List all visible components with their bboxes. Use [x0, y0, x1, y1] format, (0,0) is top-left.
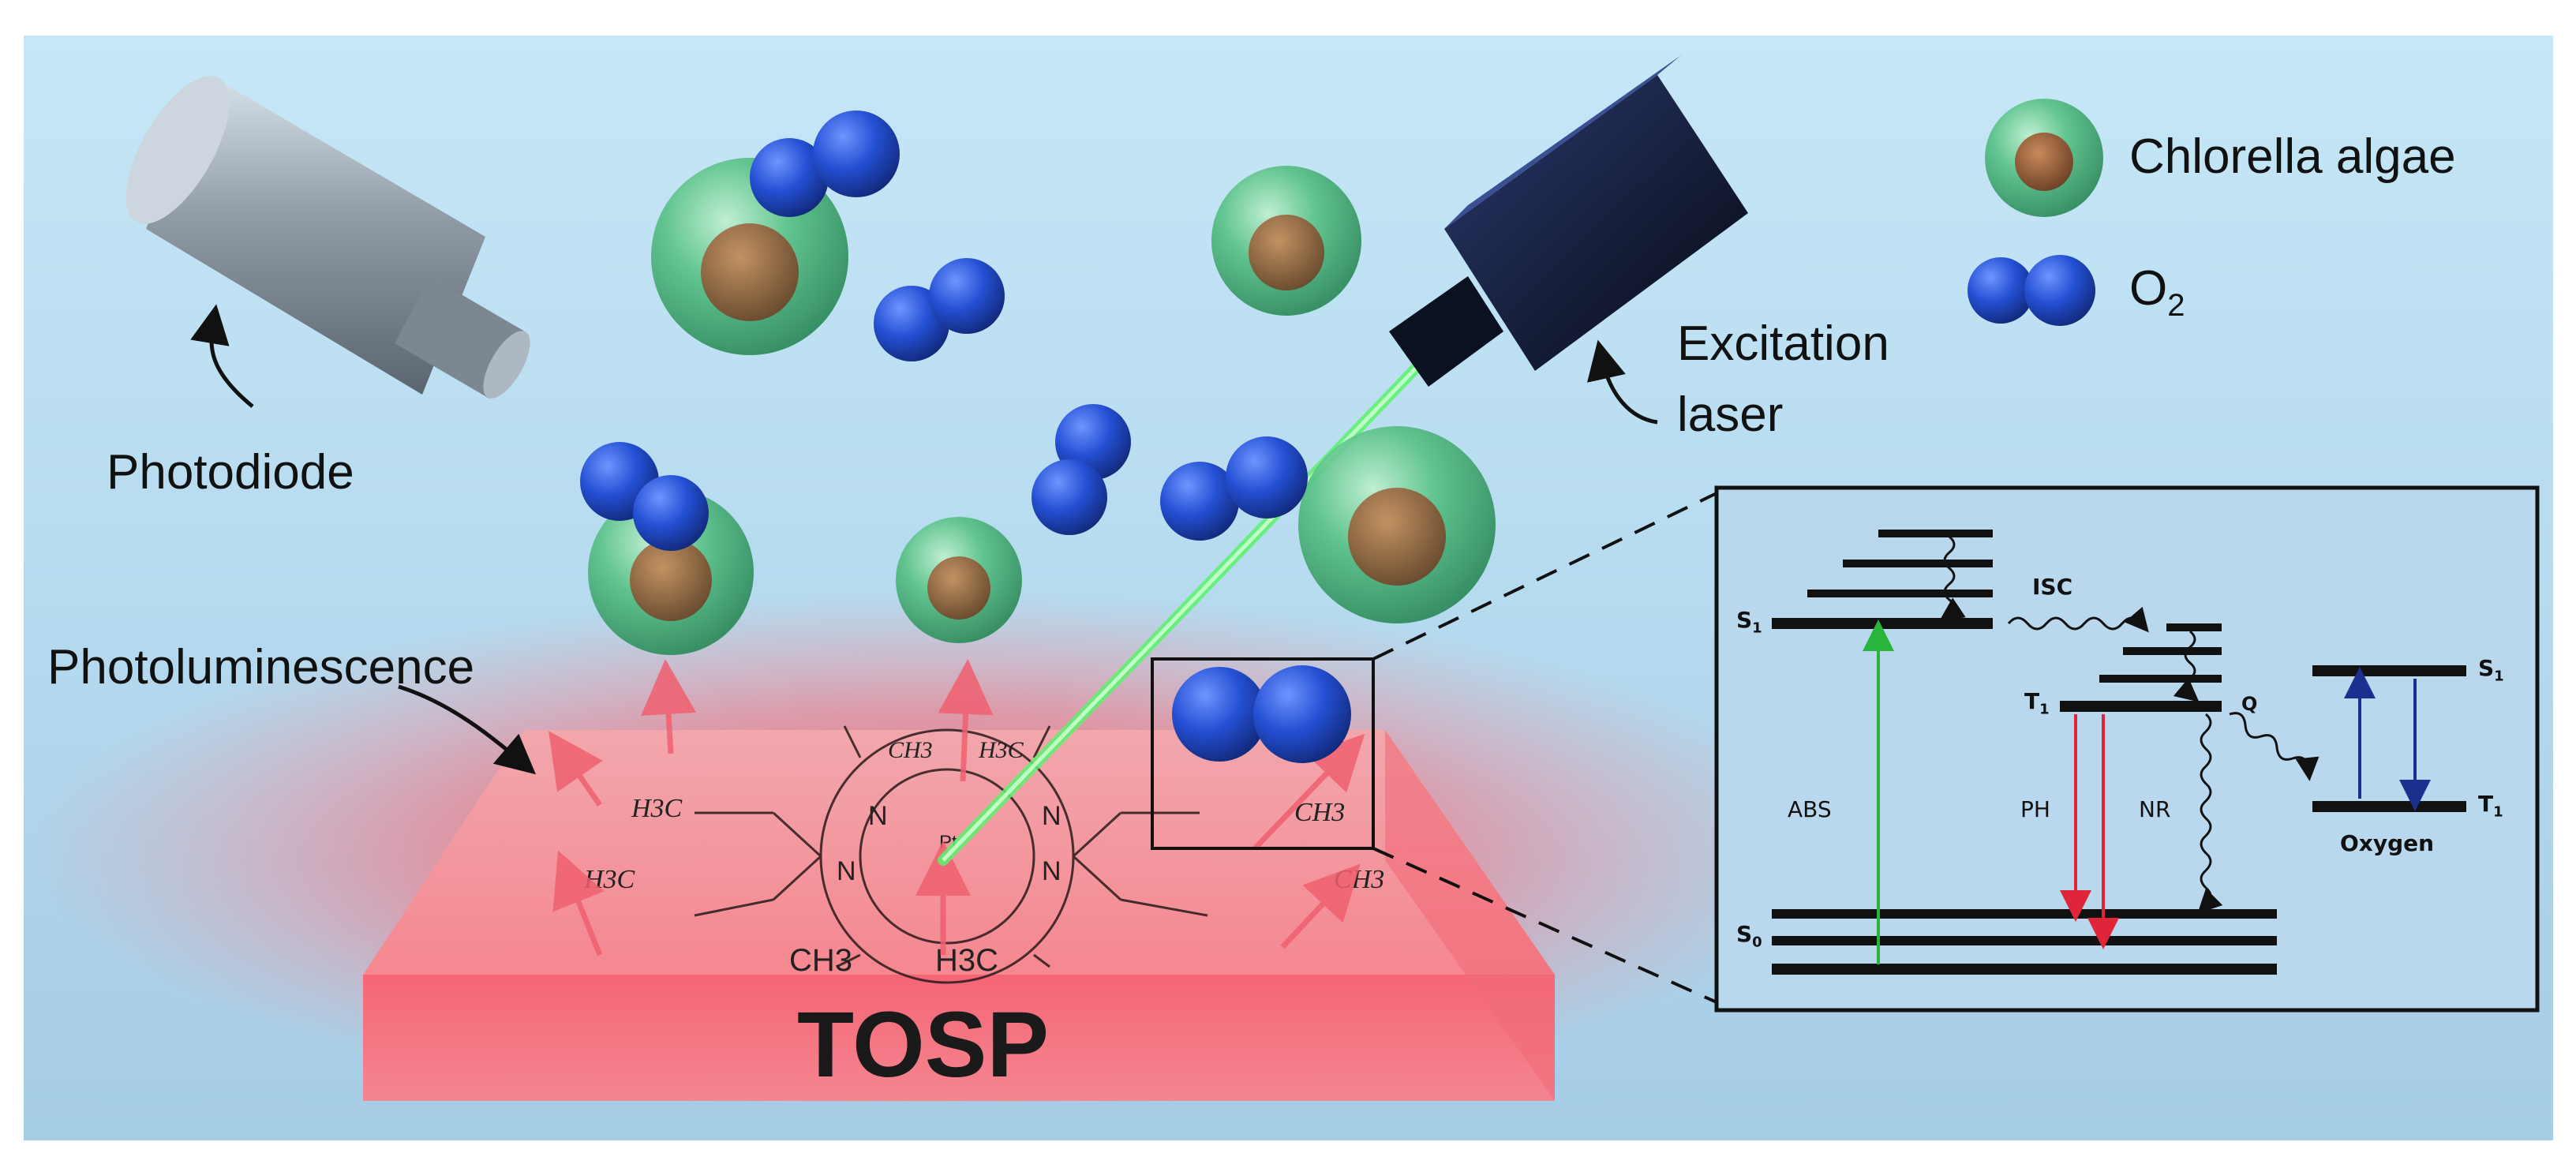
laser-pointer-arrow: [1587, 339, 1658, 425]
q-label: Q: [2241, 693, 2258, 715]
molecule-n-top-left: N: [868, 801, 888, 831]
photoluminescence-arrows: [549, 659, 1365, 956]
jablonski-wavy-lines: [1939, 535, 2320, 914]
algae-cell: [896, 517, 1022, 643]
o2-molecule: [1032, 404, 1131, 535]
photoluminescence-pointer-arrow: [398, 684, 536, 775]
s1-label: S1: [1736, 607, 1762, 637]
zoom-connector-bottom: [1372, 847, 1717, 1004]
oxygen-s1-label: S1: [2478, 655, 2504, 685]
zoom-connector-top: [1372, 492, 1717, 661]
tosp-label: TOSP: [797, 993, 1050, 1097]
ph-label: PH: [2020, 796, 2050, 822]
molecule-ch3-bottom: CH3: [789, 943, 852, 978]
zoom-box: [1151, 657, 1375, 850]
photodiode-label: Photodiode: [107, 445, 354, 500]
o2-molecule: [1172, 665, 1351, 763]
o2-molecule: [1160, 436, 1308, 541]
molecule-n-bottom-right: N: [1042, 856, 1061, 886]
legend-o2-label: O2: [2129, 261, 2185, 323]
jablonski-panel: [1714, 485, 2540, 1013]
legend-o2-sub: 2: [2167, 288, 2185, 323]
o2-molecule: [874, 258, 1005, 361]
photodiode-pointer-arrow: [190, 304, 254, 408]
molecule-n-top-right: N: [1042, 801, 1061, 831]
excitation-label-line1: Excitation: [1677, 316, 1889, 371]
oxygen-t1-label: T1: [2478, 791, 2503, 821]
s0-label: S0: [1736, 921, 1762, 951]
oxygen-label: Oxygen: [2340, 830, 2435, 856]
excitation-label-line2: laser: [1677, 387, 1784, 442]
nr-label: NR: [2139, 796, 2171, 822]
molecule-ch3-right-lower: CH3: [1334, 865, 1384, 894]
legend-o2-prefix: O: [2129, 261, 2168, 316]
legend-algae-icon: [1985, 99, 2103, 217]
algae-cell: [588, 489, 754, 655]
molecule-h3c-left-lower: H3C: [583, 865, 635, 894]
algae-cell: [1211, 166, 1361, 316]
legend-algae-label: Chlorella algae: [2129, 129, 2456, 184]
photoluminescence-label: Photoluminescence: [47, 640, 475, 694]
molecule-ch3-right-upper: CH3: [1294, 798, 1345, 827]
o2-molecule: [580, 442, 709, 551]
porphyrin-structure: [694, 725, 1208, 984]
molecule-h3c-top-right: H3C: [978, 737, 1024, 763]
abs-label: ABS: [1788, 796, 1832, 822]
o2-molecule: [750, 110, 900, 217]
molecule-h3c-left-upper: H3C: [631, 794, 683, 823]
t1-label: T1: [2024, 688, 2050, 718]
algae-cell: [1298, 426, 1496, 623]
molecule-n-bottom-left: N: [837, 856, 856, 886]
photodiode-device: [125, 75, 530, 399]
excitation-laser-device: [1389, 55, 1748, 387]
molecule-ch3-top-left: CH3: [888, 737, 933, 763]
legend-o2-icon: [1968, 255, 2095, 326]
isc-label: ISC: [2032, 574, 2073, 600]
